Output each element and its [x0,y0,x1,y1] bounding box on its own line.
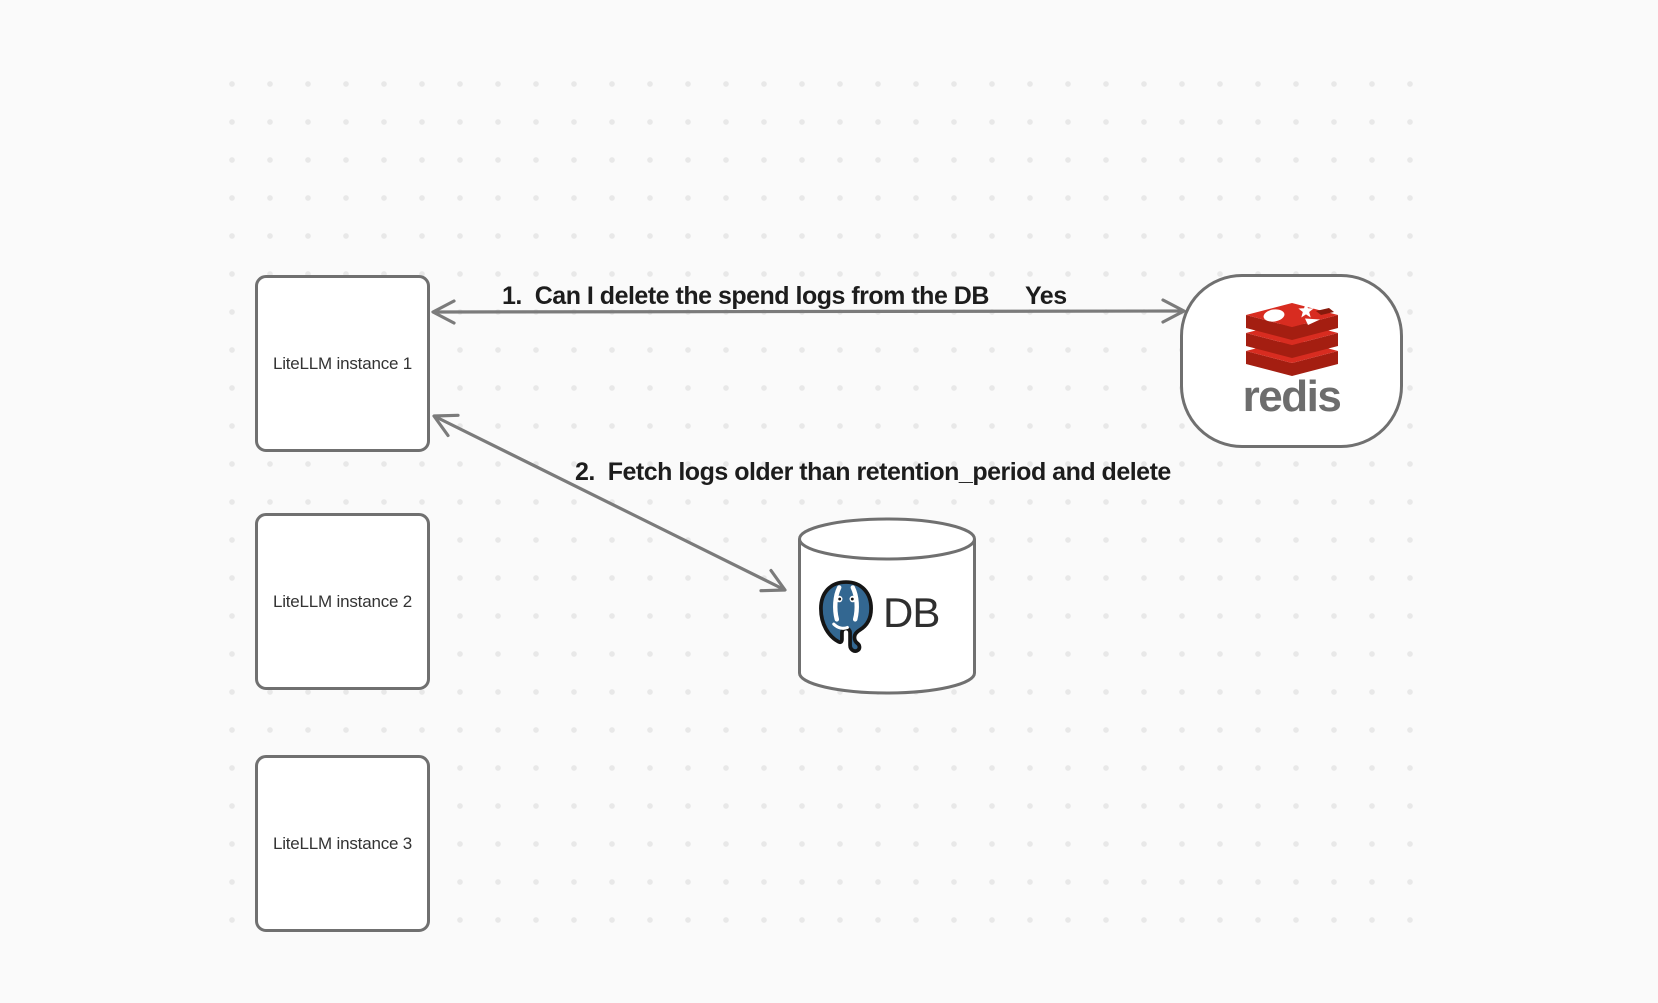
edge1-label: 1. Can I delete the spend logs from the … [502,282,989,310]
node-label: LiteLLM instance 2 [272,591,413,611]
node-litellm-instance-2[interactable]: LiteLLM instance 2 [255,513,430,690]
redis-wordmark: redis [1242,372,1342,421]
redis-cube-icon [1245,303,1338,376]
node-label: LiteLLM instance 3 [272,833,413,853]
node-postgres-db[interactable]: DB [797,517,977,695]
node-label: LiteLLM instance 1 [272,353,413,373]
database-cylinder-shape [798,517,976,695]
arrow-instance1-db[interactable] [432,413,787,593]
postgres-elephant-icon [819,580,873,653]
db-label: DB [883,589,940,636]
node-litellm-instance-3[interactable]: LiteLLM instance 3 [255,755,430,932]
node-litellm-instance-1[interactable]: LiteLLM instance 1 [255,275,430,452]
edge1-response-label: Yes [1025,282,1067,310]
edge2-label: 2. Fetch logs older than retention_perio… [575,458,1171,486]
node-redis[interactable]: redis [1180,274,1403,448]
